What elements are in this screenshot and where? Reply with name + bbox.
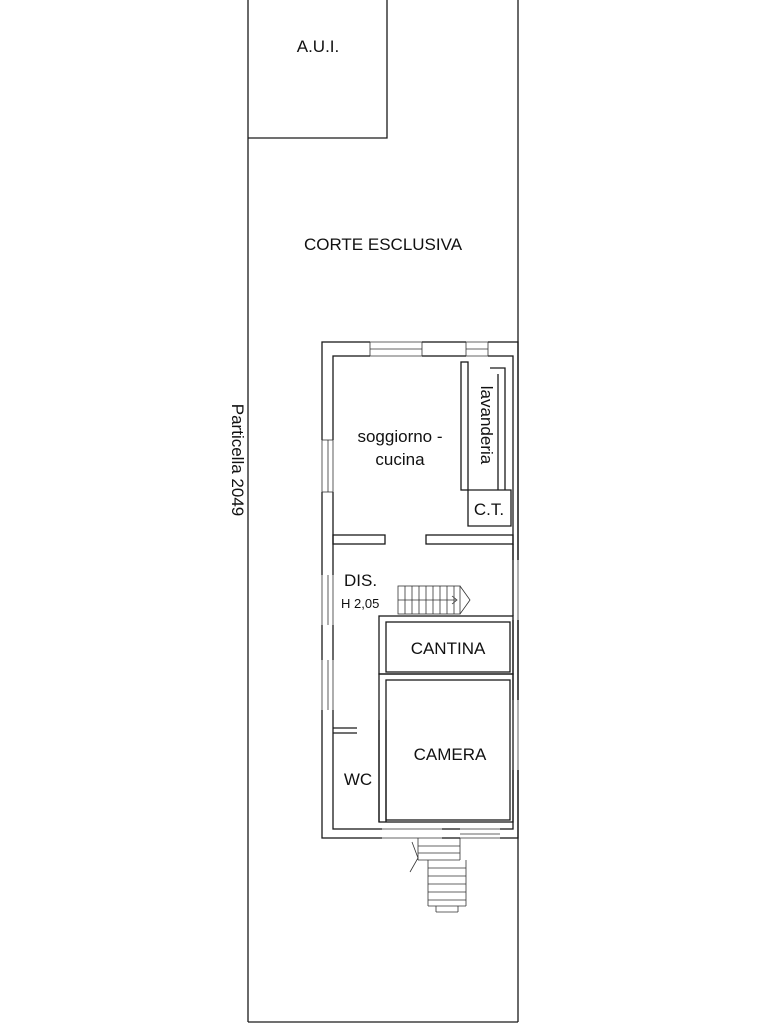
interior-stairs — [397, 585, 471, 615]
aui-label: A.U.I. — [297, 37, 340, 56]
camera-label: CAMERA — [414, 745, 487, 764]
soggiorno-label-line1: soggiorno - — [357, 427, 442, 446]
particella-label: Particella 2049 — [228, 404, 247, 516]
wc-label: WC — [344, 770, 372, 789]
cantina-label: CANTINA — [411, 639, 486, 658]
interior-walls — [332, 361, 514, 823]
lavanderia-label: lavanderia — [477, 386, 496, 465]
soggiorno-label-line2: cucina — [375, 450, 425, 469]
ct-label: C.T. — [474, 500, 504, 519]
house-outer-walls — [319, 339, 521, 841]
exterior-stairs — [409, 838, 467, 913]
dis-label: DIS. — [344, 571, 377, 590]
height-label: H 2,05 — [341, 596, 379, 611]
aui-area — [248, 0, 388, 139]
corte-label: CORTE ESCLUSIVA — [304, 235, 463, 254]
